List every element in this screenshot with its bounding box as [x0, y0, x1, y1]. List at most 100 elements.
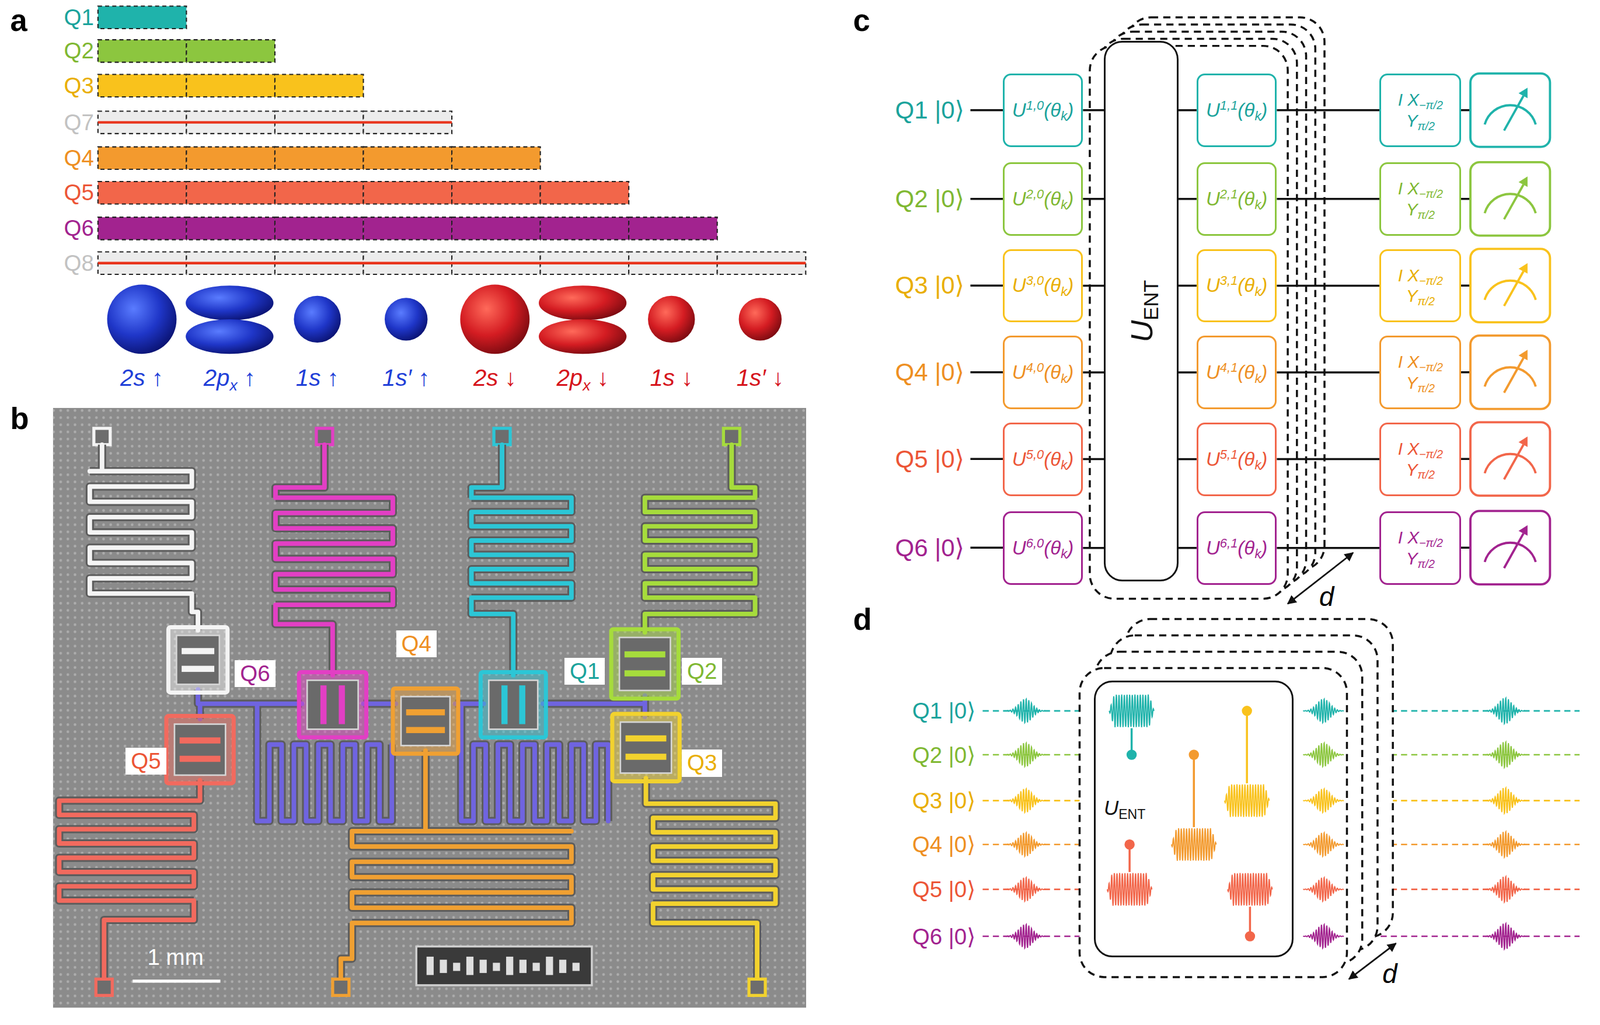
- gate-label: U3,0(θk): [1012, 274, 1075, 297]
- microwave-pulse: [1484, 698, 1526, 724]
- text-run: 2p: [203, 364, 230, 392]
- label-holder: a: [10, 2, 28, 38]
- superscript: 3,0: [1026, 273, 1044, 288]
- meter-needle: [1504, 444, 1524, 480]
- subscript: k: [1254, 371, 1261, 386]
- label-holder: Q4 |0⟩: [895, 358, 965, 387]
- text-run: (θ: [1237, 187, 1255, 210]
- microwave-pulse: [1302, 699, 1344, 723]
- label: Q3 |0⟩: [895, 271, 965, 299]
- subscript: k: [1254, 197, 1261, 212]
- qubit-bar-cell: [98, 5, 187, 29]
- qubit-bar-cell: [98, 181, 187, 204]
- text-run: U: [1205, 361, 1220, 383]
- meter-needle: [1504, 357, 1524, 393]
- text-run: U: [1012, 361, 1027, 383]
- microwave-pulse: [1484, 876, 1526, 903]
- qubit-bar-cell: [540, 181, 630, 204]
- label-holder: Q6 |0⟩: [912, 924, 976, 950]
- gate-box: U1,1(θk): [1196, 73, 1278, 148]
- subscript: ENT: [1118, 806, 1146, 822]
- gate-label: U5,1(θk): [1205, 448, 1268, 471]
- gate-box: U2,0(θk): [1002, 162, 1084, 236]
- meter-needle: [1504, 184, 1524, 219]
- qubit-pocket: [174, 724, 226, 776]
- text-run: (θ: [1237, 448, 1255, 470]
- trace-shadow: [646, 778, 776, 979]
- label: 1s′ ↑: [382, 364, 430, 392]
- wire-connector: [1178, 197, 1197, 201]
- gate-label: U4,0(θk): [1012, 361, 1075, 384]
- gate-label: U6,0(θk): [1012, 537, 1075, 560]
- label: d: [1319, 581, 1334, 612]
- gate-label: U1,0(θk): [1012, 99, 1075, 122]
- gate-label: U6,1(θk): [1205, 537, 1268, 560]
- microwave-pulse: [1005, 877, 1047, 901]
- trace-shadow: [275, 444, 393, 676]
- text-run: U: [1103, 796, 1119, 819]
- superscript: 2,0: [1026, 186, 1044, 202]
- qubit-bar-cell: [363, 147, 452, 170]
- inscription-mark: [452, 962, 460, 971]
- label-holder: Q6: [64, 215, 94, 242]
- label-holder: 1s ↓: [649, 364, 693, 392]
- strike-line: [98, 262, 806, 265]
- bond-pad: [93, 428, 111, 445]
- qubit-bar-cell: [98, 39, 187, 62]
- qubit-pocket: [488, 680, 538, 730]
- label-holder: 2s ↑: [120, 364, 164, 392]
- gate-box: U5,1(θk): [1196, 422, 1278, 497]
- capacitor-pad: [320, 685, 327, 724]
- orbital-lobe: [538, 285, 627, 320]
- text-run: I: [1398, 265, 1403, 285]
- qubit-bar-cell: [186, 39, 275, 62]
- wire-connector: [1082, 109, 1104, 112]
- capacitor-pad: [181, 647, 215, 654]
- microwave-pulse: [1107, 873, 1153, 906]
- capacitor-pad: [624, 670, 666, 676]
- basis-box: I X−π/2 Yπ/2: [1379, 162, 1462, 236]
- capacitor-pad: [406, 726, 445, 733]
- wire-connector: [1178, 458, 1197, 461]
- subscript: k: [1254, 546, 1261, 561]
- label-holder: Q6: [234, 660, 275, 688]
- orbital-lobe: [185, 285, 274, 320]
- label-holder: d: [1382, 959, 1397, 990]
- text-run: ): [1067, 187, 1074, 210]
- label-holder: d: [852, 601, 872, 637]
- microwave-pulse: [1171, 828, 1217, 861]
- label: Q7: [64, 109, 94, 135]
- qubit-bar-cell: [451, 181, 541, 204]
- qubit-bar-cell: [363, 181, 452, 204]
- gate-label: U1,1(θk): [1205, 99, 1268, 122]
- inscription-mark: [506, 956, 514, 975]
- meter-needle-head: [1518, 87, 1528, 99]
- basis-box: I X−π/2 Yπ/2: [1379, 73, 1462, 148]
- label: Q1: [569, 658, 600, 684]
- label: Q6 |0⟩: [912, 924, 976, 950]
- label: 1 mm: [147, 944, 204, 970]
- superscript: 4,0: [1026, 360, 1044, 375]
- bond-pad: [332, 978, 350, 996]
- microwave-pulse: [1302, 877, 1344, 901]
- text-run: Y: [1406, 286, 1418, 306]
- orbital-2s: [107, 284, 177, 354]
- text-run: U: [1205, 274, 1220, 296]
- qubit-outline: [168, 627, 228, 693]
- inscription-mark: [492, 962, 500, 971]
- text-run: Y: [1406, 110, 1418, 131]
- resonator-trace: [275, 444, 393, 676]
- text-run: ): [1067, 537, 1074, 559]
- qubit-bar-cell: [186, 74, 275, 97]
- superscript: 3,1: [1219, 273, 1238, 288]
- text-run: I: [1398, 527, 1403, 547]
- subscript: k: [1060, 457, 1068, 473]
- bond-pad: [748, 978, 766, 996]
- text-run: (θ: [1237, 99, 1255, 121]
- capacitor-pad: [338, 685, 345, 724]
- text-run: X: [1407, 438, 1420, 459]
- text-run: I: [1398, 178, 1403, 198]
- text-run: U: [1012, 448, 1027, 470]
- text-run: (θ: [1043, 448, 1061, 470]
